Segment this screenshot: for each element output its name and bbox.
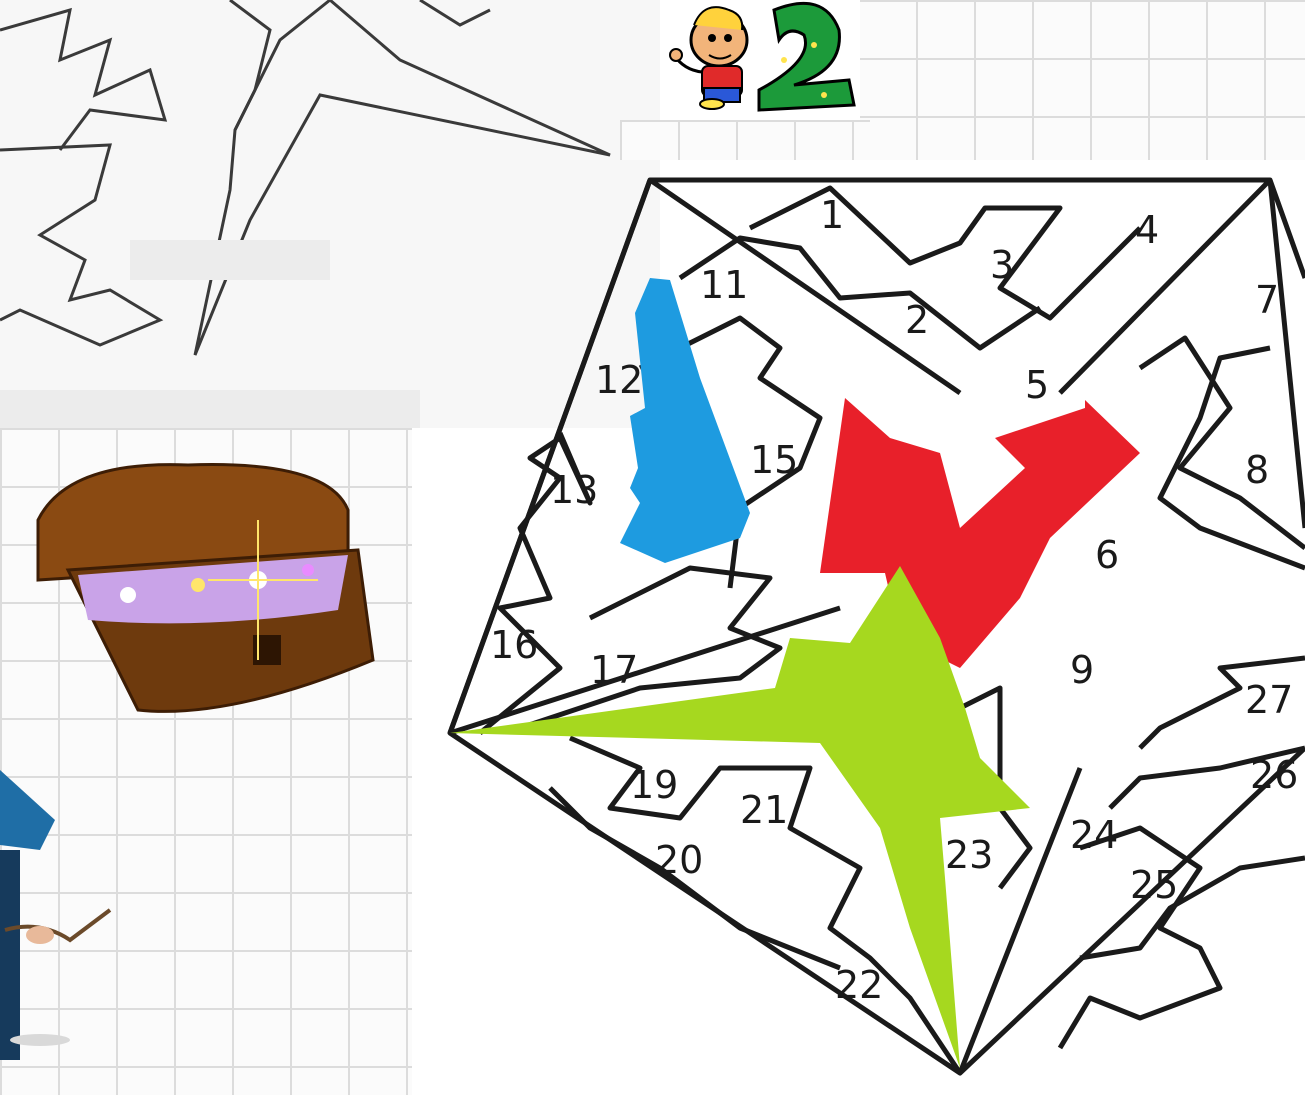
treasure-chest-icon xyxy=(28,460,384,720)
piece-number: 23 xyxy=(945,833,993,877)
wizard-figure xyxy=(0,760,130,1060)
treasure-chest xyxy=(28,460,384,720)
piece-number: 16 xyxy=(490,623,538,667)
pentagon-puzzle-drawing: 1 2 3 4 5 6 7 8 9 11 12 13 15 16 17 19 2… xyxy=(440,168,1305,1095)
piece-number: 26 xyxy=(1250,753,1298,797)
piece-number: 25 xyxy=(1130,863,1178,907)
grid-paper-top-middle xyxy=(620,120,870,160)
piece-number: 11 xyxy=(700,263,748,307)
piece-number: 5 xyxy=(1025,363,1049,407)
piece-number: 27 xyxy=(1245,678,1293,722)
piece-number: 12 xyxy=(595,358,643,402)
piece-number: 7 xyxy=(1255,278,1279,322)
mascot-icon xyxy=(664,0,860,120)
piece-number: 9 xyxy=(1070,648,1094,692)
mascot-number-two xyxy=(664,0,860,120)
piece-number: 21 xyxy=(740,788,788,832)
piece-number: 13 xyxy=(550,468,598,512)
piece-number: 19 xyxy=(630,763,678,807)
piece-number: 8 xyxy=(1245,448,1269,492)
piece-number: 4 xyxy=(1135,208,1159,252)
piece-number: 17 xyxy=(590,648,638,692)
pentagon-puzzle: 1 2 3 4 5 6 7 8 9 11 12 13 15 16 17 19 2… xyxy=(440,168,1305,1095)
piece-number: 24 xyxy=(1070,813,1118,857)
grid-paper-top-right xyxy=(858,0,1305,160)
wizard-icon xyxy=(0,760,130,1060)
piece-number: 3 xyxy=(990,243,1014,287)
piece-number: 1 xyxy=(820,193,844,237)
piece-number: 15 xyxy=(750,438,798,482)
piece-number: 22 xyxy=(835,963,883,1007)
piece-number: 6 xyxy=(1095,533,1119,577)
piece-number: 2 xyxy=(905,298,929,342)
piece-number: 20 xyxy=(655,838,703,882)
